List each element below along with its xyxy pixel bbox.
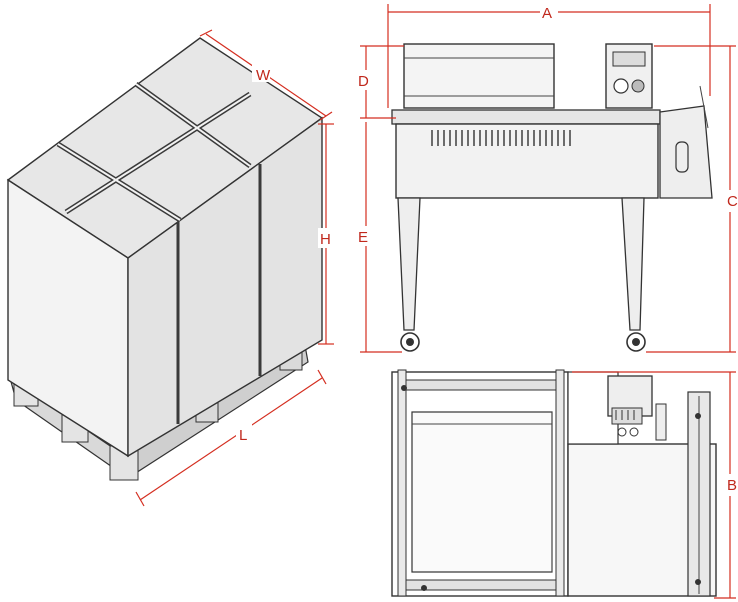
label-b: B <box>727 477 737 494</box>
dimension-w: W <box>199 29 333 121</box>
label-a: A <box>542 5 552 22</box>
machine-top-view: B <box>391 369 738 599</box>
dimension-h: H <box>318 123 336 345</box>
dimension-b: B <box>572 371 738 599</box>
dimension-e: E <box>356 122 402 353</box>
label-d: D <box>358 73 369 90</box>
machine-front-view: A D E C <box>356 2 738 353</box>
caster-wheels <box>400 332 646 352</box>
machine-body <box>395 123 659 199</box>
side-panel <box>659 105 713 199</box>
label-w: W <box>256 67 271 84</box>
dial-knob-icon <box>613 78 629 94</box>
packaged-crate: W H L <box>6 29 336 507</box>
dimension-a: A <box>387 2 711 108</box>
film-tray <box>411 411 553 573</box>
vent-grille <box>431 130 571 146</box>
label-h: H <box>320 231 331 248</box>
leg-left <box>397 197 421 331</box>
dimension-c: C <box>646 45 738 353</box>
machine-table <box>391 109 661 125</box>
dimension-l: L <box>135 369 327 507</box>
dimension-d: D <box>356 45 404 119</box>
switch-icon <box>631 79 645 93</box>
label-e: E <box>358 229 368 246</box>
label-l: L <box>239 427 247 444</box>
leg-right <box>621 197 645 331</box>
sealing-hood <box>403 43 555 109</box>
display-screen <box>612 51 646 67</box>
label-c: C <box>727 193 738 210</box>
